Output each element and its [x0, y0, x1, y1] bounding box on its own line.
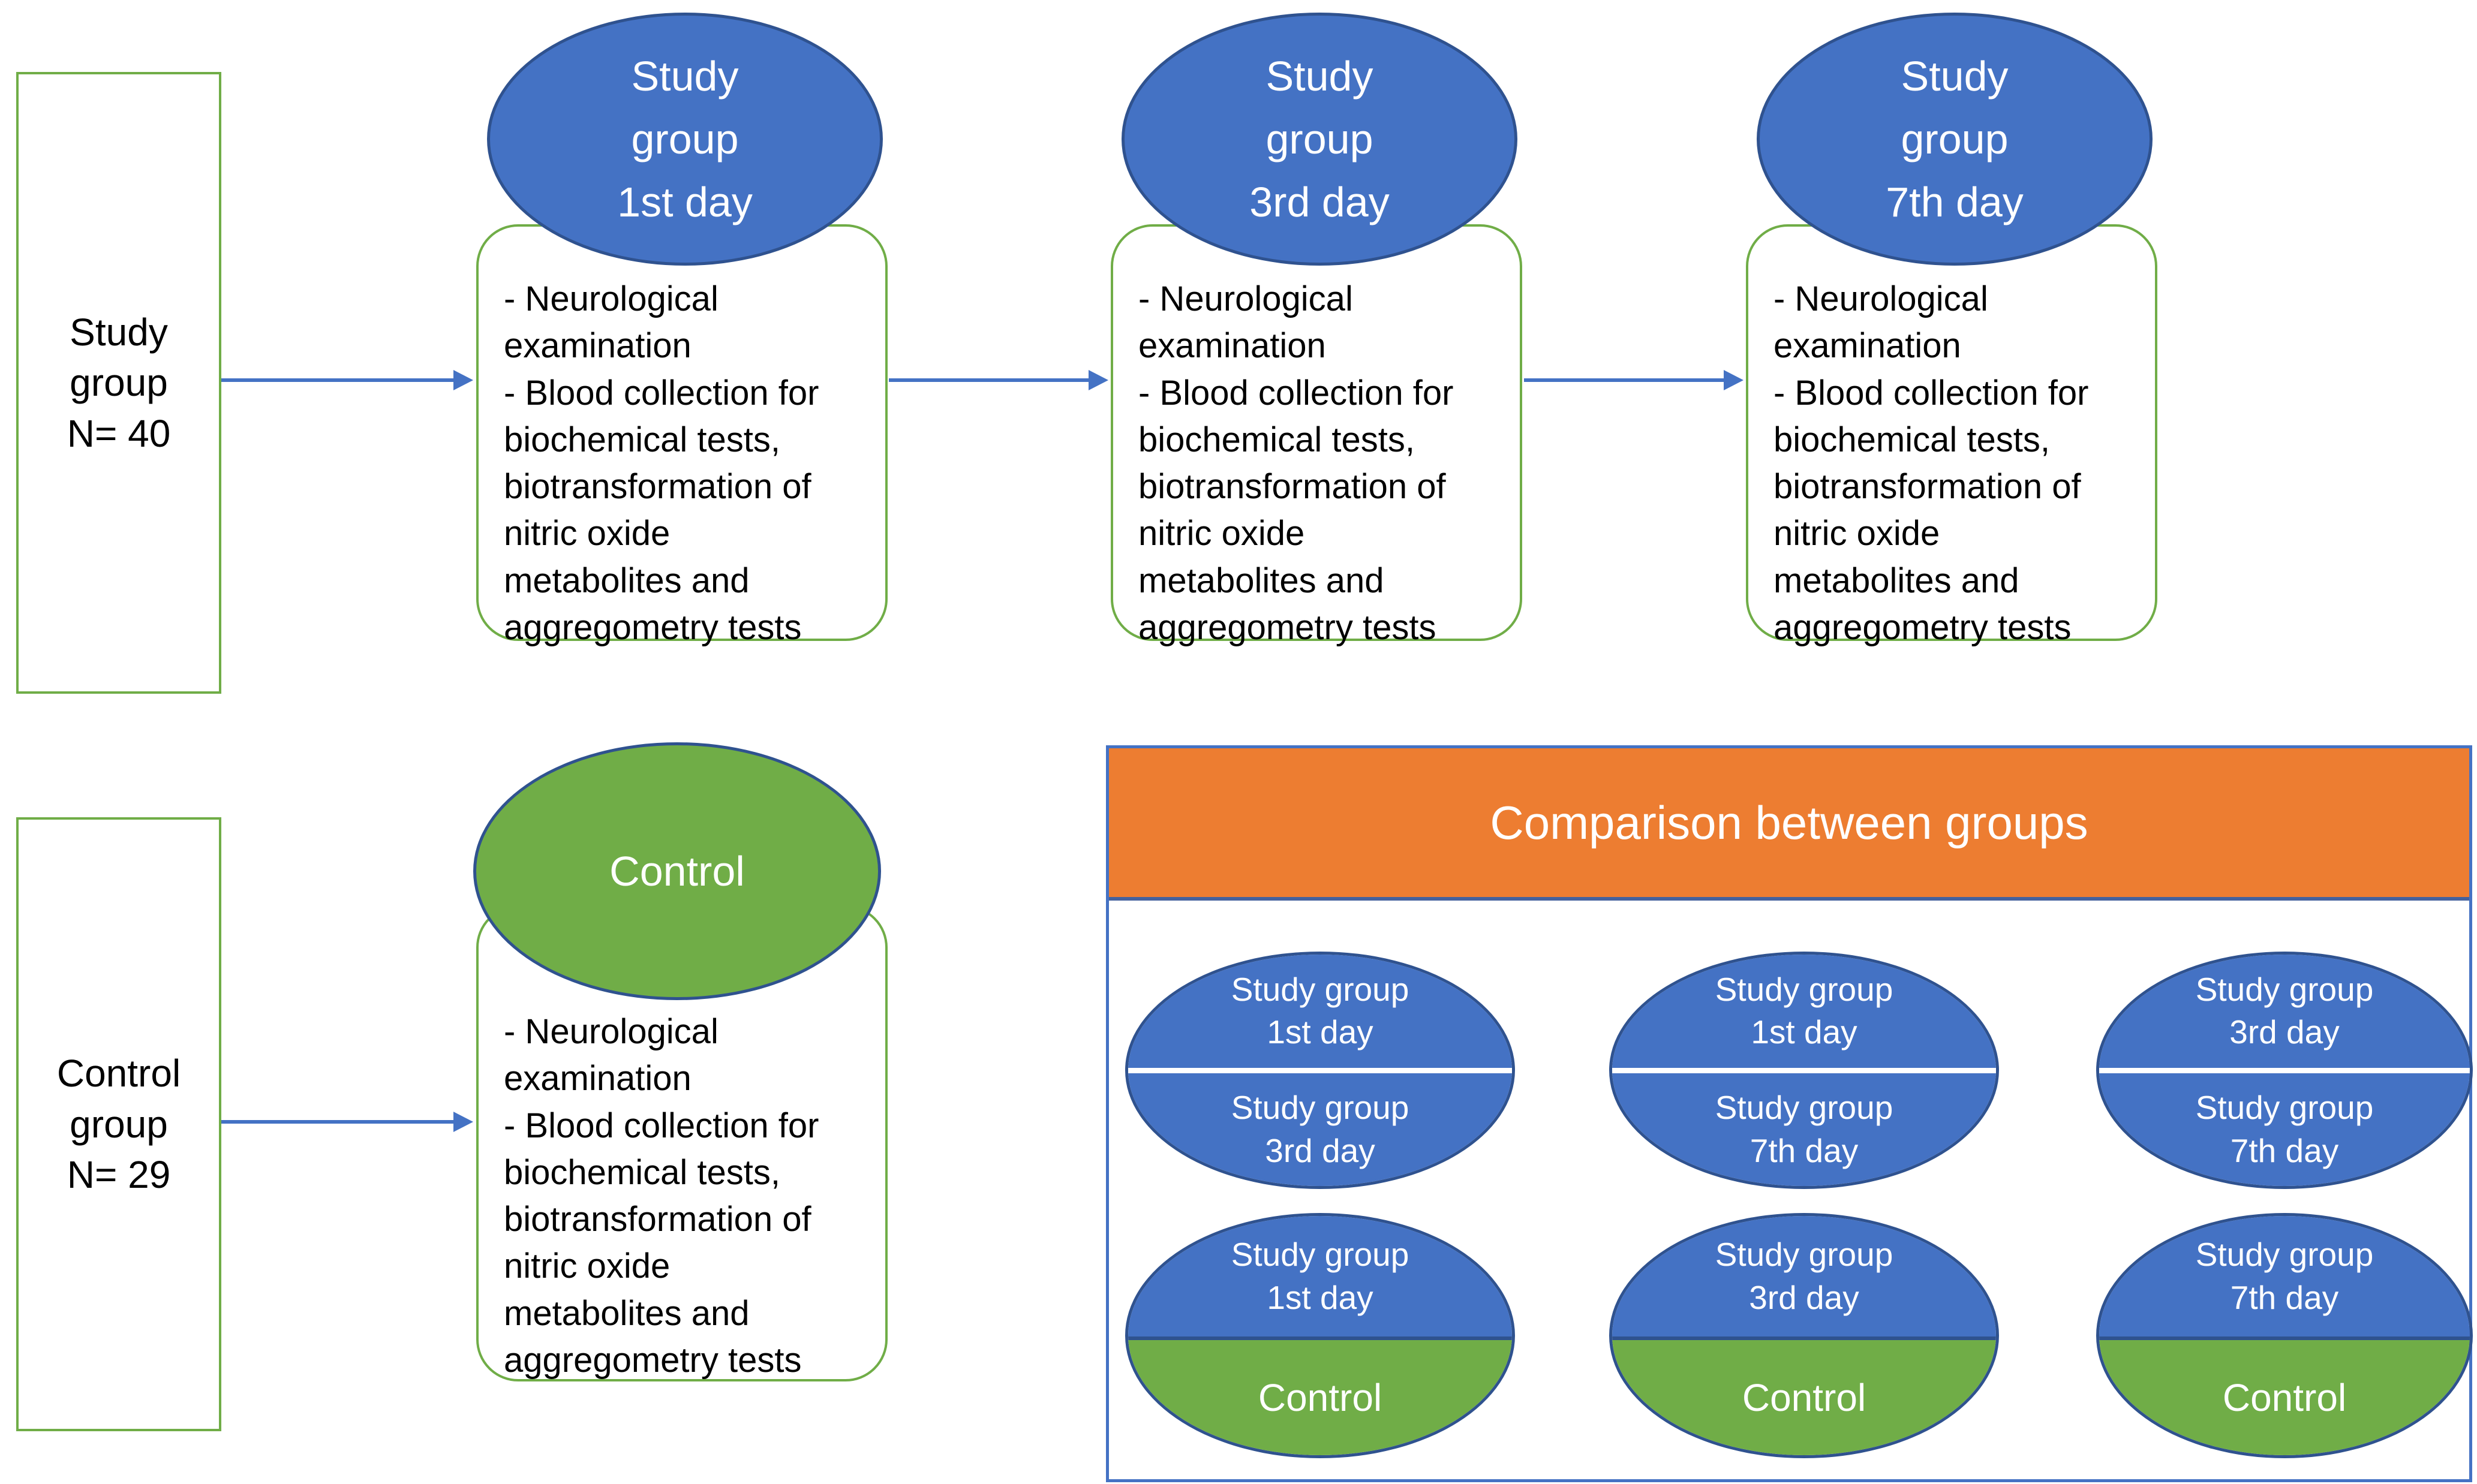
stage2-procedures-box: - Neurological examination - Blood colle… — [1111, 224, 1522, 647]
stage2-procedures-text: - Neurological examination - Blood colle… — [1138, 279, 1454, 648]
comparison-2-top: Study group 1st day — [1612, 955, 1996, 1068]
comparison-ellipse-1: Study group 1st day Study group 3rd day — [1125, 952, 1515, 1189]
arrow-control-to-procedures — [218, 1120, 455, 1124]
comparison-ellipse-2: Study group 1st day Study group 7th day — [1609, 952, 1999, 1189]
comparison-6-bottom: Control — [2099, 1340, 2470, 1455]
comparison-4-top: Study group 1st day — [1128, 1216, 1512, 1337]
comparison-panel: Comparison between groups Study group 1s… — [1106, 745, 2473, 1482]
stage1-procedures-text: - Neurological examination - Blood colle… — [504, 279, 819, 648]
comparison-4-bottom: Control — [1128, 1340, 1512, 1455]
stage3-ellipse: Study group 7th day — [1757, 13, 2153, 266]
control-procedures-text: - Neurological examination - Blood colle… — [504, 1012, 819, 1380]
comparison-5-bottom: Control — [1612, 1340, 1996, 1455]
divider — [1128, 1067, 1512, 1073]
stage2-ellipse: Study group 3rd day — [1122, 13, 1517, 266]
divider — [1612, 1067, 1996, 1073]
comparison-5-top: Study group 3rd day — [1612, 1216, 1996, 1337]
comparison-3-top: Study group 3rd day — [2099, 955, 2470, 1068]
comparison-6-top: Study group 7th day — [2099, 1216, 2470, 1337]
arrow-study-to-stage1 — [218, 378, 455, 382]
stage3-procedures-text: - Neurological examination - Blood colle… — [1773, 279, 2089, 648]
comparison-3-bottom: Study group 7th day — [2099, 1073, 2470, 1186]
comparison-ellipse-4: Study group 1st day Control — [1125, 1213, 1515, 1458]
comparison-2-bottom: Study group 7th day — [1612, 1073, 1996, 1186]
control-ellipse: Control — [473, 742, 881, 1000]
arrow-stage2-to-stage3 — [1524, 378, 1725, 382]
stage3-procedures-box: - Neurological examination - Blood colle… — [1746, 224, 2157, 647]
study-group-source-box: Study group N= 40 — [16, 72, 221, 694]
comparison-ellipse-6: Study group 7th day Control — [2096, 1213, 2473, 1458]
stage1-ellipse: Study group 1st day — [487, 13, 883, 266]
divider — [1612, 1336, 1996, 1341]
divider — [1128, 1336, 1512, 1341]
comparison-ellipse-3: Study group 3rd day Study group 7th day — [2096, 952, 2473, 1189]
stage1-procedures-box: - Neurological examination - Blood colle… — [476, 224, 888, 647]
control-group-source-box: Control group N= 29 — [16, 817, 221, 1431]
arrow-stage1-to-stage2 — [889, 378, 1090, 382]
comparison-ellipse-5: Study group 3rd day Control — [1609, 1213, 1999, 1458]
comparison-1-bottom: Study group 3rd day — [1128, 1073, 1512, 1186]
divider — [2099, 1067, 2470, 1073]
comparison-1-top: Study group 1st day — [1128, 955, 1512, 1068]
comparison-header: Comparison between groups — [1109, 748, 2469, 901]
divider — [2099, 1336, 2470, 1341]
